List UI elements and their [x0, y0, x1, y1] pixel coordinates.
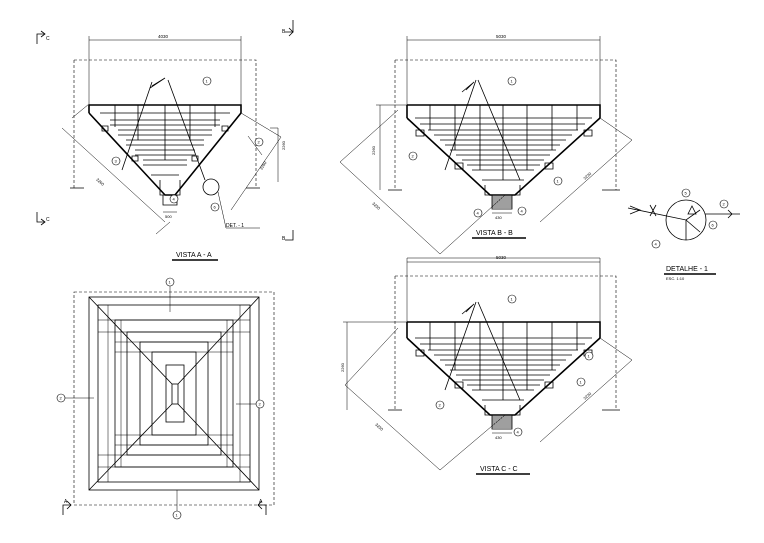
view-c-bubble-2: 2: [439, 403, 442, 408]
view-c-c: 5030 430 2260 3230 3230 1 2 1 4 1 VI: [340, 255, 633, 475]
view-b-bottom-dim: 430: [495, 215, 502, 220]
view-a-dim-left: 2260: [95, 177, 106, 187]
view-b-title: VISTA B - B: [476, 230, 513, 237]
view-a-bubble-6: 6: [214, 205, 217, 210]
view-a-bubble-3: 3: [115, 159, 118, 164]
plan-view: A A 1 2 2 1: [56, 277, 275, 520]
view-a-width-dim: 4030: [158, 34, 169, 39]
detail-1: 5 2 6 4 DETALHE - 1 ESC. 1:10: [627, 188, 740, 281]
view-c-dim-left: 3230: [374, 422, 385, 432]
detail-bubble-2: 2: [723, 202, 726, 207]
plan-bubble-1-bottom: 1: [176, 513, 179, 518]
section-mark-c-label: C: [46, 36, 50, 42]
view-b-bubble-2: 2: [412, 154, 415, 159]
view-a-a: C C B B 4030: [36, 20, 294, 261]
view-b-dim-vertical: 2260: [371, 145, 376, 155]
view-a-dim-side: 2260: [281, 140, 286, 150]
plan-bubble-2-right: 2: [259, 402, 262, 407]
section-mark-a-label-2: A: [259, 499, 263, 505]
view-b-bubble-1: 1: [511, 79, 514, 84]
plan-bubble-2-left: 2: [60, 396, 63, 401]
section-mark-c-label-2: C: [46, 217, 50, 223]
view-b-width-dim: 5030: [496, 34, 507, 39]
view-c-bubble-5: 1: [580, 380, 583, 385]
view-c-bubble-1: 1: [511, 297, 514, 302]
view-c-bottom-dim: 430: [495, 435, 502, 440]
view-a-bubble-4: 4: [173, 197, 176, 202]
section-mark-b-label-2: B: [282, 236, 286, 242]
view-c-bubble-3: 1: [588, 354, 591, 359]
section-marker-c-top: C: [36, 30, 50, 44]
section-marker-b-bottom: B: [282, 230, 294, 242]
view-a-detail-ref: DET. - 1: [226, 223, 244, 229]
view-c-title: VISTA C - C: [480, 466, 518, 473]
view-b-bubble-5: 4: [521, 209, 524, 214]
section-marker-c-bottom: C: [36, 212, 50, 226]
detail-bubble-4: 4: [655, 242, 658, 247]
detail-bubble-5: 5: [685, 191, 688, 196]
view-a-dim-right: 2260: [259, 160, 268, 171]
view-b-bubble-4: 4: [477, 211, 480, 216]
section-mark-a-label: A: [64, 499, 68, 505]
detail-bubble-6: 6: [712, 223, 715, 228]
view-c-width-dim: 5030: [496, 255, 507, 260]
view-c-dim-vertical: 2260: [340, 362, 345, 372]
section-marker-b-top: B: [282, 20, 294, 37]
view-b-bubble-3: 1: [557, 179, 560, 184]
view-c-bubble-4: 4: [517, 430, 520, 435]
section-marker-a-right: A: [257, 499, 267, 515]
view-b-dim-left: 3230: [371, 201, 382, 211]
plan-bubble-1-top: 1: [169, 280, 172, 285]
section-marker-a-left: A: [62, 499, 72, 515]
view-a-title: VISTA A - A: [176, 252, 212, 259]
view-a-bubble-2: 2: [258, 140, 261, 145]
view-b-dim-right: 3230: [582, 171, 593, 181]
view-b-b: 5030 430 2260 3230 3230 1 2 1 4: [339, 34, 633, 255]
view-a-bottom-dim: 500: [165, 214, 172, 219]
detail-scale: ESC. 1:10: [666, 276, 685, 281]
detail-title: DETALHE - 1: [666, 266, 708, 273]
view-a-bubble-1: 1: [206, 79, 209, 84]
view-c-dim-right: 3230: [582, 391, 593, 401]
section-mark-b-label: B: [282, 29, 286, 35]
